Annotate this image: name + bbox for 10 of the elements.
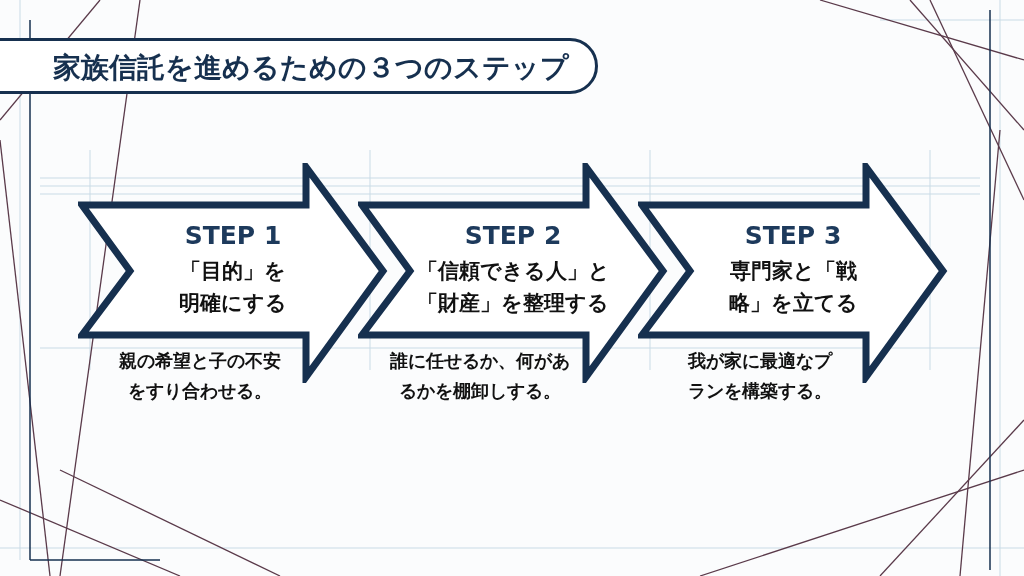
step-description: 我が家に最適なプランを構築する。 — [686, 349, 834, 403]
step-description: 親の希望と子の不安をすり合わせる。 — [118, 349, 282, 403]
step-heading: 専門家と「戦略」を立てる — [727, 258, 859, 317]
step-number: STEP 3 — [744, 221, 842, 250]
step-description: 誰に任せるか、何があるかを棚卸しする。 — [389, 349, 571, 403]
step-number: STEP 1 — [184, 221, 282, 250]
step-heading: 「目的」を明確にする — [178, 258, 288, 317]
step-number: STEP 2 — [464, 221, 562, 250]
title-text: 家族信託を進めるための３つのステップ — [53, 50, 569, 86]
step-heading: 「信頼できる人」と「財産」を整理する — [415, 258, 611, 317]
